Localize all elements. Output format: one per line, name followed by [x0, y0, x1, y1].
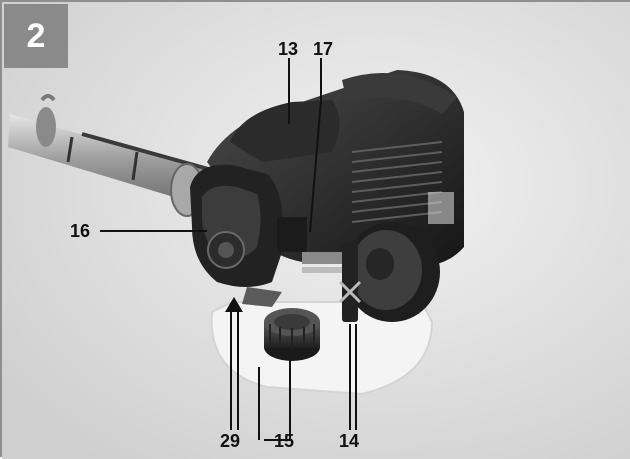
callout-15: 15 [274, 431, 295, 451]
starter-housing [344, 222, 440, 322]
arrow-29-icon [225, 297, 243, 312]
callout-13: 13 [278, 39, 299, 59]
figure-number: 2 [26, 16, 46, 55]
fuel-cap [264, 308, 320, 361]
callout-29: 29 [220, 431, 241, 451]
callout-17: 17 [313, 39, 334, 59]
callout-14: 14 [339, 431, 360, 451]
callout-16: 16 [70, 221, 91, 241]
air-filter-housing [190, 164, 307, 287]
figure-number-badge: 2 [4, 4, 68, 68]
leader-lines [100, 58, 357, 441]
choke-bracket [338, 242, 362, 322]
